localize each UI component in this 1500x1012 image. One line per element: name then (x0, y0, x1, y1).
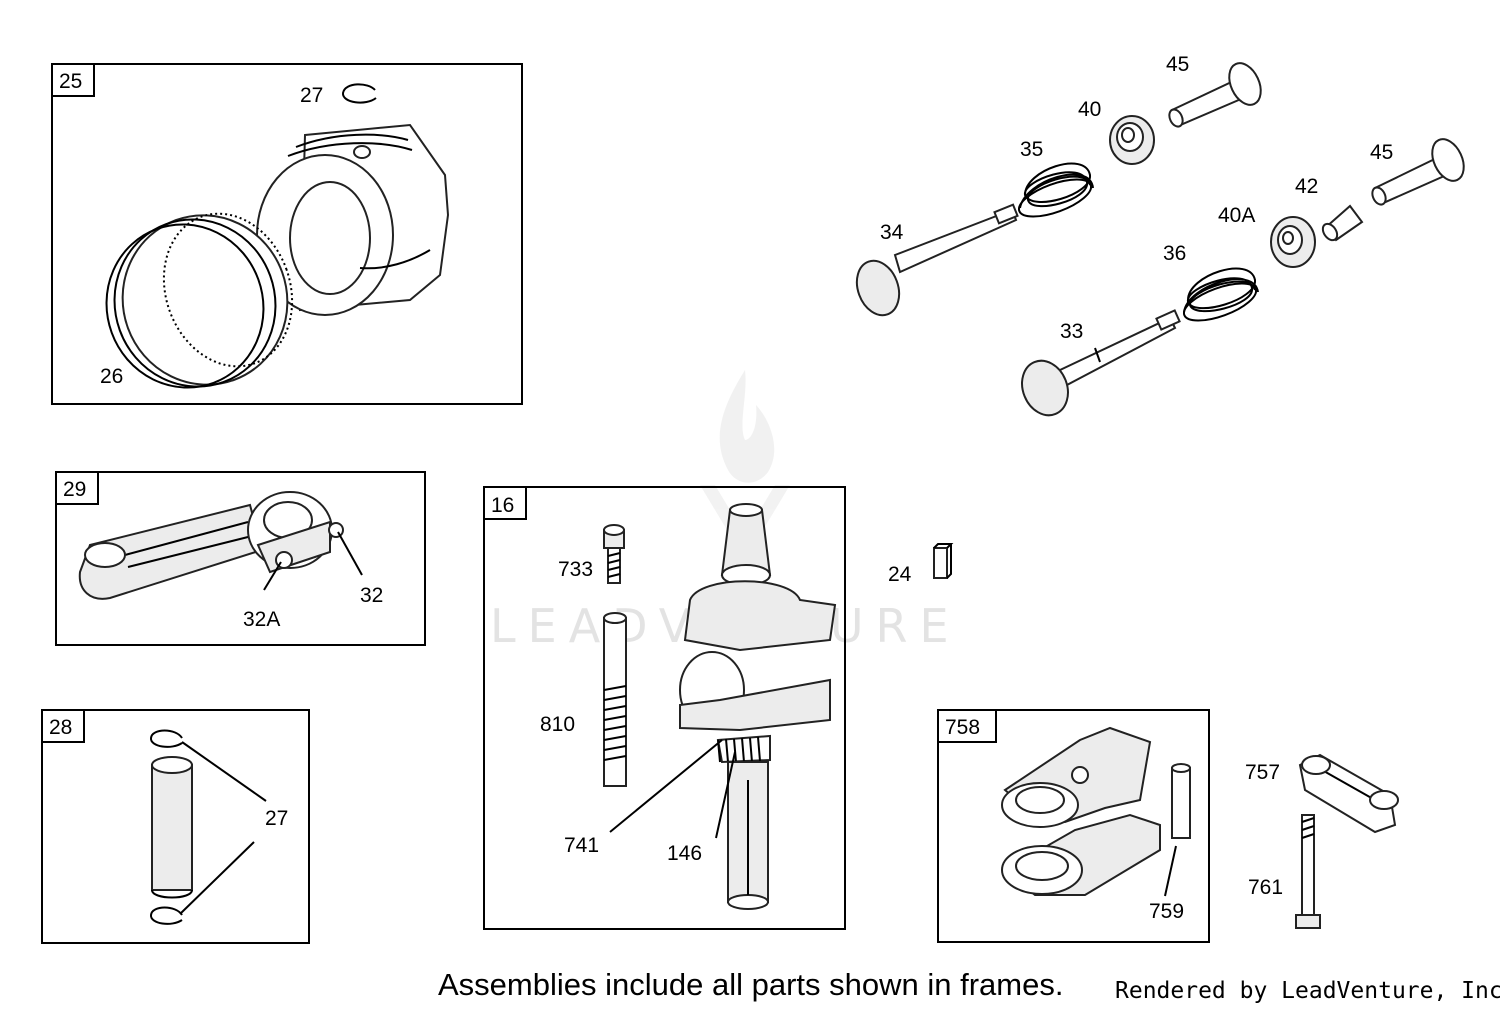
dipper-pin-icon (1171, 763, 1191, 839)
label-pin-clips: 27 (265, 807, 288, 830)
crank-screw-icon (603, 524, 625, 584)
label-exhaust-valve: 34 (880, 221, 904, 244)
pin-clip-bottom-icon (150, 906, 183, 925)
frame-piston-pin: 28 27 (41, 709, 310, 944)
exhaust-retainer-icon (1109, 115, 1155, 165)
frame-tag-28: 28 (49, 716, 72, 739)
crank-stud-icon (603, 612, 627, 787)
label-exhaust-cap: 45 (1166, 53, 1189, 76)
intake-cap-icon (1371, 138, 1465, 206)
frame-tag-25: 25 (59, 70, 82, 93)
exhaust-cap-icon (1168, 62, 1262, 128)
watermark-logo (700, 370, 790, 560)
intake-retainer-icon (1270, 216, 1316, 268)
piston-rings-icon (105, 212, 294, 389)
pin-clip-top-icon (150, 729, 183, 748)
label-crank-key-gear: 146 (667, 842, 702, 865)
label-intake-spring: 36 (1163, 242, 1186, 265)
frame-tag-29: 29 (63, 478, 86, 501)
piston-clip-icon (342, 83, 377, 104)
label-rod-screw: 761 (1248, 876, 1283, 899)
connecting-rod-icon (78, 491, 344, 600)
footer-credit: Rendered by LeadVenture, Inc. (1115, 978, 1500, 1004)
label-crank-gear: 741 (564, 834, 599, 857)
piston-pin-icon (151, 756, 193, 899)
footer-note: Assemblies include all parts shown in fr… (438, 967, 1063, 1002)
exhaust-spring-icon (1017, 162, 1094, 218)
label-intake-retainer: 40A (1218, 204, 1255, 227)
label-crank-screw: 733 (558, 558, 593, 581)
label-piston-clip: 27 (300, 84, 323, 107)
label-intake-keeper: 42 (1295, 175, 1318, 198)
crankshaft-icon (679, 503, 837, 910)
piston-icon (256, 123, 450, 316)
label-rod-bolt-a: 32A (243, 608, 280, 631)
label-rod-alt: 757 (1245, 761, 1280, 784)
label-piston-rings: 26 (100, 365, 123, 388)
label-dipper-pin: 759 (1149, 900, 1184, 923)
intake-keeper-icon (1321, 204, 1364, 242)
label-intake-valve: 33 (1060, 320, 1083, 343)
rod-alt-icon (1298, 753, 1399, 834)
frame-dipper-assembly: 758 759 (937, 709, 1210, 943)
label-crank-key: 24 (888, 563, 912, 586)
label-crank-stud: 810 (540, 713, 575, 736)
label-exhaust-spring: 35 (1020, 138, 1043, 161)
label-intake-cap: 45 (1370, 141, 1393, 164)
frame-tag-16: 16 (491, 494, 514, 517)
frame-tag-758: 758 (945, 716, 980, 739)
counterweight-icon (1001, 726, 1161, 896)
intake-valve-icon (1021, 309, 1181, 417)
frame-crankshaft: 16 733 810 (483, 486, 846, 930)
exhaust-valve-icon (855, 203, 1019, 317)
frame-connecting-rod: 29 32 32A (55, 471, 426, 646)
label-exhaust-retainer: 40 (1078, 98, 1101, 121)
rod-screw-icon (1295, 814, 1321, 929)
label-rod-bolt: 32 (360, 584, 383, 607)
crank-key-icon (933, 543, 954, 579)
frame-piston-assembly: 25 27 26 (51, 63, 523, 405)
intake-spring-icon (1182, 267, 1259, 322)
